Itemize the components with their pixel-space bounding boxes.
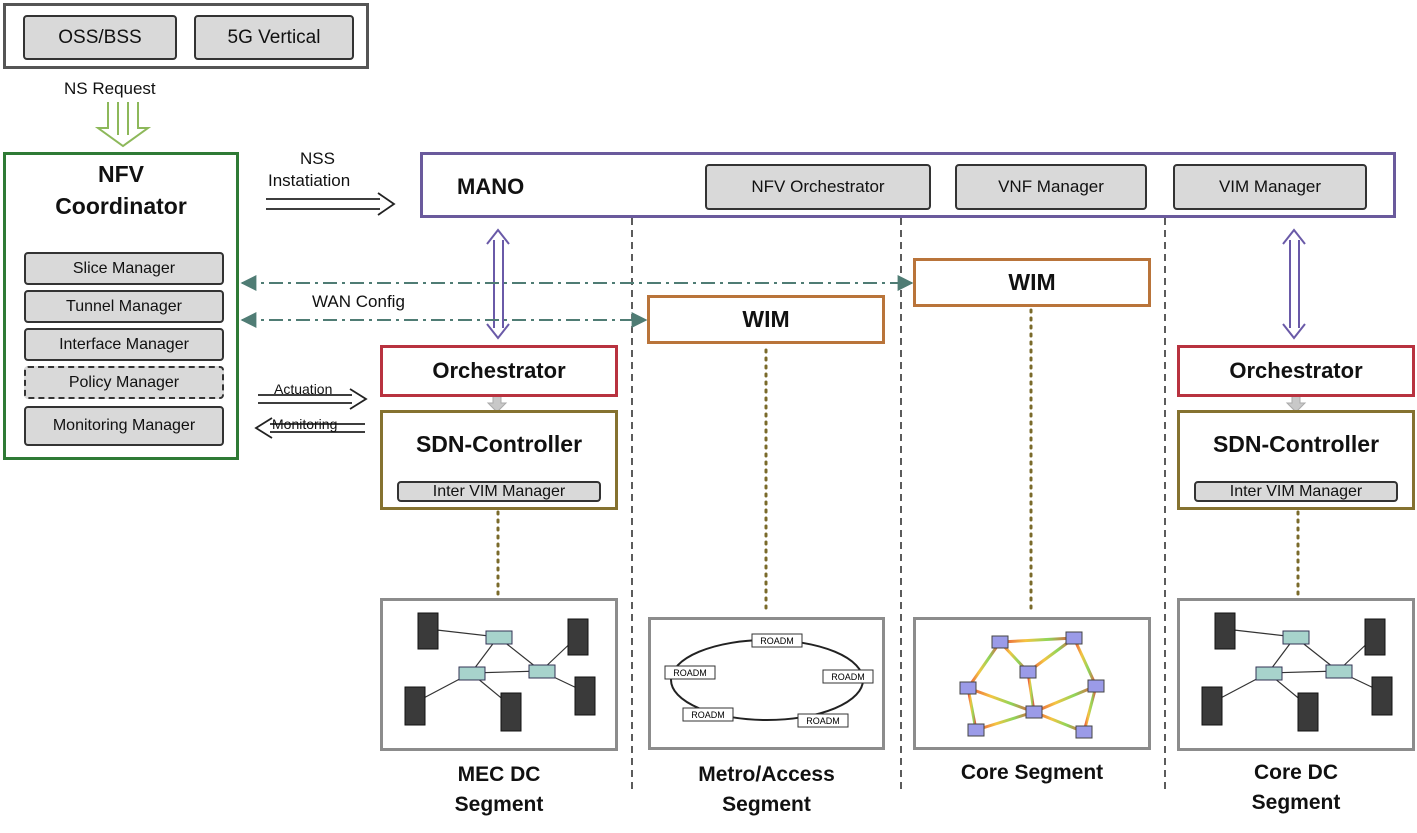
- oss-bss-box: OSS/BSS: [23, 15, 177, 60]
- inter-vim-core-dc-label: Inter VIM Manager: [1229, 482, 1363, 500]
- orchestrator-core-dc-label: Orchestrator: [1229, 358, 1363, 383]
- segment-metro-line2: Segment: [722, 793, 811, 816]
- segment-mec-line1: MEC DC: [457, 763, 541, 786]
- vim-manager-box: VIM Manager: [1173, 164, 1367, 210]
- wan-config-arrows: [240, 275, 914, 328]
- tunnel-manager-label: Tunnel Manager: [66, 297, 182, 315]
- tunnel-manager: Tunnel Manager: [24, 290, 224, 323]
- ns-request-arrow: [94, 102, 152, 148]
- segment-label-core-dc: Core DC Segment: [1177, 758, 1415, 818]
- slice-manager-label: Slice Manager: [72, 259, 176, 277]
- inter-vim-manager-core-dc: Inter VIM Manager: [1194, 481, 1398, 502]
- segment-mec-line2: Segment: [454, 793, 544, 816]
- orchestrator-core-dc: Orchestrator: [1177, 345, 1415, 397]
- nfv-orchestrator-box: NFV Orchestrator: [705, 164, 931, 210]
- interface-manager-label: Interface Manager: [59, 335, 189, 353]
- core-mesh-icon: [928, 631, 1136, 739]
- roadm-label-top: ROADM: [760, 636, 794, 646]
- monitoring-manager: Monitoring Manager: [24, 406, 224, 446]
- metro-access-network: ROADM ROADM ROADM ROADM ROADM: [648, 617, 885, 750]
- coordinator-title-line2: Coordinator: [55, 193, 187, 219]
- nss-instantiation-arrow: [266, 192, 396, 216]
- vim-manager-label: VIM Manager: [1218, 177, 1322, 196]
- inter-vim-mec-label: Inter VIM Manager: [432, 482, 566, 500]
- roadm-label-bottom-right: ROADM: [806, 716, 840, 726]
- segment-metro-line1: Metro/Access: [698, 763, 835, 786]
- policy-manager-label: Policy Manager: [68, 373, 180, 391]
- sdn-controller-mec: SDN-Controller Inter VIM Manager: [380, 410, 618, 510]
- core-dc-network: [1177, 598, 1415, 751]
- coordinator-title-line1: NFV: [98, 161, 144, 187]
- monitoring-label: Monitoring: [272, 416, 338, 432]
- monitoring-arrow: [254, 417, 365, 439]
- client-frame: OSS/BSS 5G Vertical: [3, 3, 369, 69]
- nss-label-line1: NSS: [300, 149, 335, 168]
- ns-request-label: NS Request: [64, 79, 156, 98]
- oss-bss-label: OSS/BSS: [58, 26, 142, 48]
- nfv-orchestrator-label: NFV Orchestrator: [751, 177, 885, 196]
- slice-manager: Slice Manager: [24, 252, 224, 285]
- orchestrator-mec: Orchestrator: [380, 345, 618, 397]
- segment-label-core: Core Segment: [913, 758, 1151, 788]
- sdn-controller-core-dc-title: SDN-Controller: [1212, 431, 1380, 457]
- mec-dc-topology-icon: [404, 612, 596, 732]
- vnf-manager-label: VNF Manager: [998, 177, 1104, 196]
- orchestrator-mec-label: Orchestrator: [432, 358, 566, 383]
- sdn-controller-core-dc: SDN-Controller Inter VIM Manager: [1177, 410, 1415, 510]
- core-dc-topology-icon: [1201, 612, 1393, 732]
- dotted-links: [496, 308, 1300, 616]
- roadm-label-left: ROADM: [673, 668, 707, 678]
- interface-manager: Interface Manager: [24, 328, 224, 361]
- segment-label-metro: Metro/Access Segment: [648, 760, 885, 820]
- 5g-vertical-box: 5G Vertical: [194, 15, 354, 60]
- 5g-vertical-label: 5G Vertical: [227, 26, 321, 48]
- segment-core-line1: Core Segment: [960, 761, 1104, 784]
- mano-title: MANO: [457, 174, 525, 199]
- actuation-label: Actuation: [274, 381, 333, 397]
- wim-box-metro: WIM: [647, 295, 885, 344]
- roadm-ring-icon: ROADM ROADM ROADM ROADM ROADM: [664, 633, 874, 728]
- segment-label-mec: MEC DC Segment: [380, 760, 618, 820]
- segment-core-dc-line2: Segment: [1251, 791, 1341, 814]
- monitoring-manager-label: Monitoring Manager: [52, 417, 196, 434]
- wim-core-label: WIM: [1008, 269, 1056, 295]
- mano-box: MANO NFV Orchestrator VNF Manager VIM Ma…: [420, 152, 1396, 218]
- nss-label-line2: Instatiation: [268, 171, 351, 190]
- wim-metro-label: WIM: [742, 306, 790, 332]
- policy-manager: Policy Manager: [24, 366, 224, 399]
- mec-dc-network: [380, 598, 618, 751]
- actuation-arrow: [258, 388, 368, 410]
- wan-config-label: WAN Config: [312, 292, 405, 311]
- mano-orchestrator-arrow-right: [1282, 228, 1306, 340]
- nfv-coordinator: NFV Coordinator Slice Manager Tunnel Man…: [3, 152, 239, 460]
- roadm-label-right: ROADM: [831, 672, 865, 682]
- segment-core-dc-line1: Core DC: [1253, 761, 1338, 784]
- wim-box-core: WIM: [913, 258, 1151, 307]
- vnf-manager-box: VNF Manager: [955, 164, 1147, 210]
- core-segment-network: [913, 617, 1151, 750]
- inter-vim-manager-mec: Inter VIM Manager: [397, 481, 601, 502]
- sdn-controller-mec-title: SDN-Controller: [415, 431, 583, 457]
- roadm-label-bottom-left: ROADM: [691, 710, 725, 720]
